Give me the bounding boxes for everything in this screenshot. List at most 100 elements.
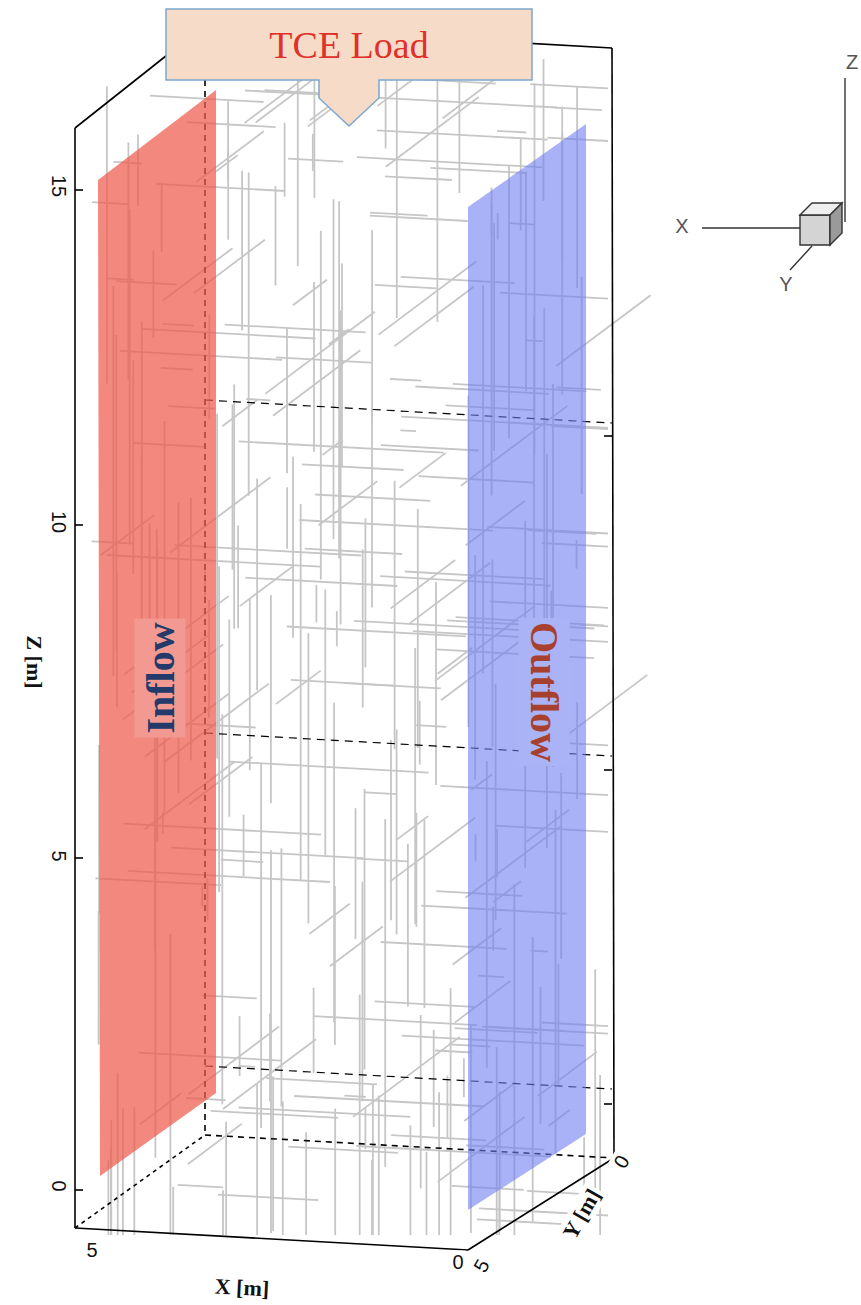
y-tick-label: 5 xyxy=(468,1254,495,1279)
fracture-line xyxy=(450,988,452,1235)
fracture-line xyxy=(293,280,327,306)
tick xyxy=(75,524,83,526)
fracture-line xyxy=(396,730,398,935)
fracture-line xyxy=(270,595,272,803)
fracture-line xyxy=(400,453,446,488)
fracture-line xyxy=(330,927,383,967)
y-tick-label: 0 xyxy=(608,1150,635,1175)
fracture-line xyxy=(211,1111,338,1118)
fracture-line xyxy=(291,680,394,686)
fracture-line xyxy=(594,969,596,1212)
frame-edge xyxy=(612,48,614,1158)
fracture-line xyxy=(216,155,238,172)
fracture-line xyxy=(361,882,363,1102)
domain-frame xyxy=(75,25,614,1250)
fracture-line xyxy=(288,159,343,162)
fracture-line xyxy=(357,157,543,167)
fracture-line xyxy=(396,75,398,318)
fracture-line xyxy=(530,84,608,88)
node-label: Outflow xyxy=(519,618,570,766)
triad-label: Z xyxy=(844,51,860,74)
fracture-line xyxy=(375,285,437,288)
fracture-line xyxy=(243,815,245,876)
axis-line xyxy=(702,227,805,228)
fracture-line xyxy=(391,560,456,608)
fracture-line xyxy=(276,671,321,705)
fracture-line xyxy=(223,1039,316,1109)
fracture-line xyxy=(400,429,416,432)
fracture-line xyxy=(297,48,299,266)
fracture-line xyxy=(372,1084,374,1235)
outflow-plane: Outflow xyxy=(466,122,588,1212)
fracture-line xyxy=(341,264,343,468)
fracture-line xyxy=(313,282,315,452)
fracture-line xyxy=(221,860,263,862)
x-tick-label: 0 xyxy=(450,1251,465,1274)
fracture-line xyxy=(423,820,425,1008)
node-label: Inflow xyxy=(135,618,186,737)
fracture-line xyxy=(436,69,438,322)
fracture-line xyxy=(272,1077,274,1232)
fracture-line xyxy=(172,1187,174,1235)
fracture-line xyxy=(431,168,526,173)
fracture-line xyxy=(299,520,493,531)
fracture-line xyxy=(378,1096,380,1236)
fracture-line xyxy=(216,414,218,759)
tick xyxy=(604,1103,612,1105)
z-tick-label: 5 xyxy=(47,848,70,863)
axis-title: Z [m] xyxy=(21,633,47,690)
fracture-line xyxy=(390,379,421,381)
fracture-line xyxy=(218,1195,319,1201)
fracture-line xyxy=(396,816,428,840)
z-tick-label: 15 xyxy=(47,173,70,199)
fracture-line xyxy=(225,1122,227,1235)
fracture-line xyxy=(237,526,239,629)
fracture-line xyxy=(386,97,479,167)
fracture-line xyxy=(305,1132,307,1235)
fracture-line xyxy=(302,464,404,470)
fracture-line xyxy=(256,479,258,691)
axis-title: X [m] xyxy=(212,1273,272,1302)
fracture-line xyxy=(371,408,373,607)
fracture-line xyxy=(108,1160,110,1235)
fracture-line xyxy=(228,620,230,817)
fracture-line xyxy=(336,611,338,646)
triad-label: Y xyxy=(777,273,794,296)
fracture-line xyxy=(365,792,397,794)
fracture-line xyxy=(248,173,250,496)
fracture-line xyxy=(497,131,526,133)
fracture-line xyxy=(364,789,366,1070)
fracture-line xyxy=(377,130,548,139)
fracture-line xyxy=(240,566,294,607)
fracture-line xyxy=(333,703,335,1023)
inflow-plane: Inflow xyxy=(96,88,218,1178)
x-tick-label: 5 xyxy=(84,1239,99,1262)
fracture-line xyxy=(273,350,360,416)
fracture-line xyxy=(370,216,468,221)
fracture-line xyxy=(364,518,366,667)
fracture-line xyxy=(249,599,251,771)
frame-edge xyxy=(75,1228,468,1250)
fracture-line xyxy=(232,404,234,569)
fracture-network xyxy=(92,48,651,1235)
frame-edge xyxy=(74,128,76,1228)
fracture-line xyxy=(260,764,262,1128)
fracture-line xyxy=(239,1016,241,1076)
tick xyxy=(604,435,612,437)
fracture-line xyxy=(227,151,229,240)
fracture-line xyxy=(300,504,302,880)
triad-cube xyxy=(830,203,842,245)
fracture-line xyxy=(371,230,373,425)
tick xyxy=(75,857,83,859)
fracture-line xyxy=(280,848,282,1106)
fracture-line xyxy=(307,633,309,923)
fracture-line xyxy=(294,1096,484,1107)
fracture-line xyxy=(364,1108,366,1149)
fracture-line xyxy=(419,701,421,765)
triad-cube xyxy=(800,215,830,245)
fracture-line xyxy=(178,1185,223,1188)
fracture-line xyxy=(344,1096,365,1097)
fracture-line xyxy=(315,585,317,623)
fracture-line xyxy=(463,1058,465,1097)
fracture-line xyxy=(218,566,220,892)
